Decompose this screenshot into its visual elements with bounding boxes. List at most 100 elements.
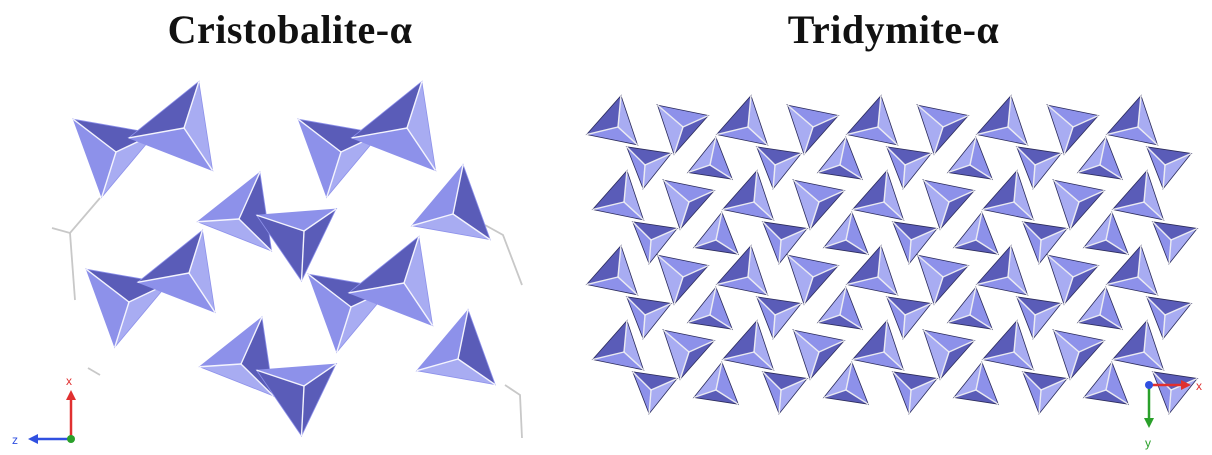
- tetrahedron-edge: [592, 351, 625, 361]
- tetrahedron-edge: [1162, 164, 1166, 189]
- sio4-tetrahedron: [1111, 319, 1165, 371]
- tetrahedron-edge: [682, 264, 709, 278]
- tetrahedron-edge: [1170, 227, 1198, 241]
- tetrahedron-edge: [406, 127, 437, 171]
- tetrahedron-edge: [715, 212, 723, 241]
- tetrahedron-edge: [772, 164, 776, 189]
- sio4-tetrahedron: [662, 328, 716, 381]
- tetrahedron-edge: [823, 389, 847, 399]
- tetrahedron-edge: [709, 164, 733, 180]
- tetrahedron-edge: [877, 245, 882, 278]
- sio4-tetrahedron: [585, 244, 639, 296]
- sio4-tetrahedron: [631, 221, 679, 265]
- sio4-tetrahedron: [72, 118, 157, 199]
- sio4-tetrahedron: [1105, 94, 1159, 146]
- sio4-tetrahedron: [1015, 296, 1063, 340]
- tetrahedron-edge: [1034, 152, 1062, 166]
- tetrahedron-edge: [753, 320, 758, 353]
- tetrahedron-edge: [778, 239, 782, 264]
- sio4-tetrahedron: [1046, 253, 1100, 306]
- tetrahedron-edge: [673, 276, 684, 305]
- tetrahedron-edge: [747, 95, 752, 128]
- tetrahedron-edge: [709, 287, 717, 316]
- tetrahedron-edge: [756, 296, 776, 316]
- tetrahedron-edge: [883, 201, 904, 221]
- tetrahedron-edge: [772, 314, 776, 339]
- tetrahedron-edge: [240, 363, 275, 397]
- x-axis-label: x: [1196, 379, 1202, 393]
- tetrahedron-edge: [623, 201, 644, 221]
- sio4-tetrahedron: [885, 146, 933, 190]
- tetrahedron-edge: [688, 189, 715, 203]
- tetrahedron-edge: [948, 339, 975, 353]
- tetrahedron-edge: [1137, 126, 1158, 146]
- cristobalite-structure: x z: [12, 80, 523, 447]
- tetrahedron-edge: [128, 127, 185, 139]
- tetrahedron-edge: [939, 351, 950, 380]
- bond-line: [69, 232, 76, 301]
- sio4-tetrahedron: [792, 328, 846, 381]
- tetrahedron-edge: [1047, 254, 1074, 278]
- tetrahedron-edge: [839, 137, 847, 166]
- tetrahedron-edge: [883, 320, 888, 353]
- tetrahedron-edge: [687, 164, 711, 174]
- tetrahedron-edge: [592, 201, 625, 211]
- sio4-tetrahedron: [1021, 371, 1069, 415]
- sio4-tetrahedron: [916, 103, 970, 156]
- sio4-tetrahedron: [792, 178, 846, 231]
- tetrahedron-edge: [715, 362, 723, 391]
- axis-origin: [1145, 381, 1153, 389]
- tetrahedron-edge: [1032, 164, 1036, 189]
- tetrahedron-edge: [623, 170, 628, 203]
- sio4-tetrahedron: [1151, 371, 1199, 415]
- tetrahedron-edge: [1137, 245, 1142, 278]
- tetrahedron-edge: [1078, 339, 1105, 353]
- sio4-tetrahedron: [410, 163, 492, 241]
- sio4-tetrahedron: [686, 135, 734, 181]
- sio4-tetrahedron: [1076, 135, 1124, 181]
- tetrahedron-edge: [709, 314, 733, 330]
- sio4-tetrahedron: [851, 319, 905, 371]
- tetrahedron-edge: [617, 126, 638, 146]
- tetrahedron-edge: [137, 272, 190, 283]
- tetrahedron-edge: [586, 126, 619, 136]
- tetrahedron-edge: [953, 389, 977, 399]
- tetrahedra-group: [585, 94, 1199, 415]
- tetrahedron-edge: [975, 362, 983, 391]
- tetrahedron-edge: [845, 389, 869, 405]
- sio4-tetrahedron: [845, 94, 899, 146]
- bond-line: [484, 224, 523, 286]
- tetrahedron-edge: [1013, 201, 1034, 221]
- tetrahedron-edge: [1143, 351, 1164, 371]
- sio4-tetrahedron: [656, 103, 710, 156]
- sio4-tetrahedron: [136, 229, 217, 314]
- sio4-tetrahedron: [1052, 328, 1106, 381]
- tetrahedron-edge: [617, 276, 638, 296]
- tetrahedron-edge: [917, 104, 944, 128]
- tetrahedron-edge: [1038, 389, 1042, 414]
- tetrahedron-edge: [947, 314, 971, 324]
- tetrahedron-edge: [1034, 302, 1062, 316]
- tetrahedron-edge: [1143, 170, 1148, 203]
- y-axis-arrowhead-icon: [1144, 418, 1154, 428]
- tetrahedron-edge: [623, 320, 628, 353]
- tetrahedron-edge: [307, 273, 352, 308]
- tetrahedron-edge: [753, 201, 774, 221]
- tetrahedron-edge: [1038, 239, 1042, 264]
- tetrahedron-edge: [240, 316, 263, 365]
- tetrahedron-edge: [877, 276, 898, 296]
- sio4-tetrahedron: [692, 210, 740, 256]
- tetrahedron-edge: [908, 389, 912, 414]
- sio4-tetrahedron: [891, 371, 939, 415]
- sio4-tetrahedron: [845, 244, 899, 296]
- tetrahedron-edge: [403, 236, 420, 284]
- tetrahedron-edge: [1069, 201, 1080, 230]
- sio4-tetrahedron: [1145, 146, 1193, 190]
- tetrahedron-edge: [910, 377, 938, 391]
- tetrahedron-edge: [892, 221, 912, 241]
- tetrahedron-edge: [650, 227, 678, 241]
- tetrahedron-edge: [715, 239, 739, 255]
- sio4-tetrahedron: [415, 308, 497, 386]
- tetrahedron-edge: [774, 152, 802, 166]
- axis-triad-xz: x z: [12, 374, 76, 447]
